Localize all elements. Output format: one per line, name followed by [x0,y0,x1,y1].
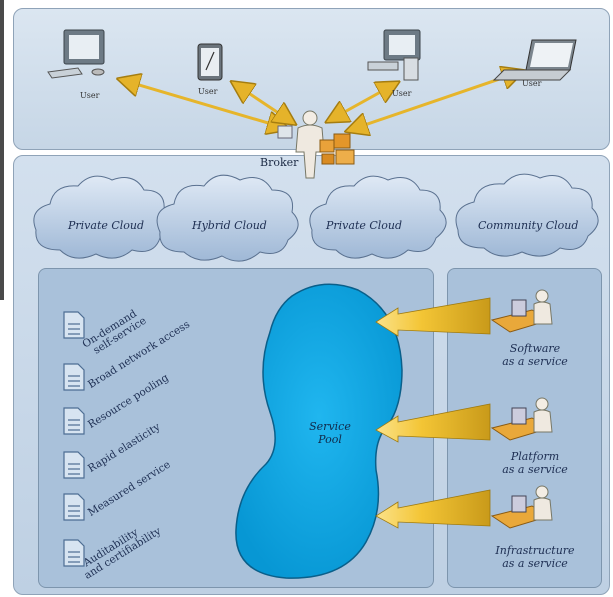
cloud-label: Private Cloud [68,219,145,232]
user-label: User [80,91,100,100]
service-line: as a service [502,463,568,477]
desktop-computer-icon [47,29,105,79]
cloud-label: Private Cloud [326,219,403,232]
cloud-shape [455,173,599,257]
cloud-shape [309,175,447,259]
service-label-software: Software as a service [480,342,590,368]
worker-at-desk-icon [490,289,553,333]
document-icons [63,311,85,567]
tablet-icon [197,43,223,81]
infrastructure-arrow [375,489,491,529]
laptop-icon [492,39,577,81]
service-line: as a service [502,557,568,571]
platform-arrow [375,403,491,443]
user-label: User [198,87,218,96]
user-label: User [392,89,412,98]
worker-at-desk-icon [490,397,553,441]
service-label-infrastructure: Infrastructure as a service [476,544,594,570]
service-pool-label: Service Pool [300,420,360,446]
service-line: Platform [510,450,560,463]
document-icon [63,363,85,391]
service-pool-blob [235,283,403,579]
service-line: Software [509,342,561,355]
software-arrow [375,297,491,337]
cloud-shape [156,174,299,262]
cloud-shapes [33,173,599,262]
document-icon [63,311,85,339]
user-broker-connectors [122,72,520,130]
cloud-label: Community Cloud [478,219,579,232]
left-edge-bar [0,0,4,300]
service-pool-line: Service [309,420,351,433]
broker-figure [277,110,355,179]
user-label: User [522,79,542,88]
service-arrows [375,297,491,529]
cloud-shape [33,175,171,259]
service-line: as a service [502,355,568,369]
desktop-computer-icon [367,29,421,81]
worker-icons [490,289,553,529]
worker-at-desk-icon [490,485,553,529]
service-pool-line: Pool [318,433,342,447]
broker-label: Broker [260,156,299,169]
service-label-platform: Platform as a service [480,450,590,476]
cloud-label: Hybrid Cloud [192,219,267,232]
document-icon [63,493,85,521]
document-icon [63,407,85,435]
document-icon [63,539,85,567]
document-icon [63,451,85,479]
service-line: Infrastructure [495,544,575,557]
